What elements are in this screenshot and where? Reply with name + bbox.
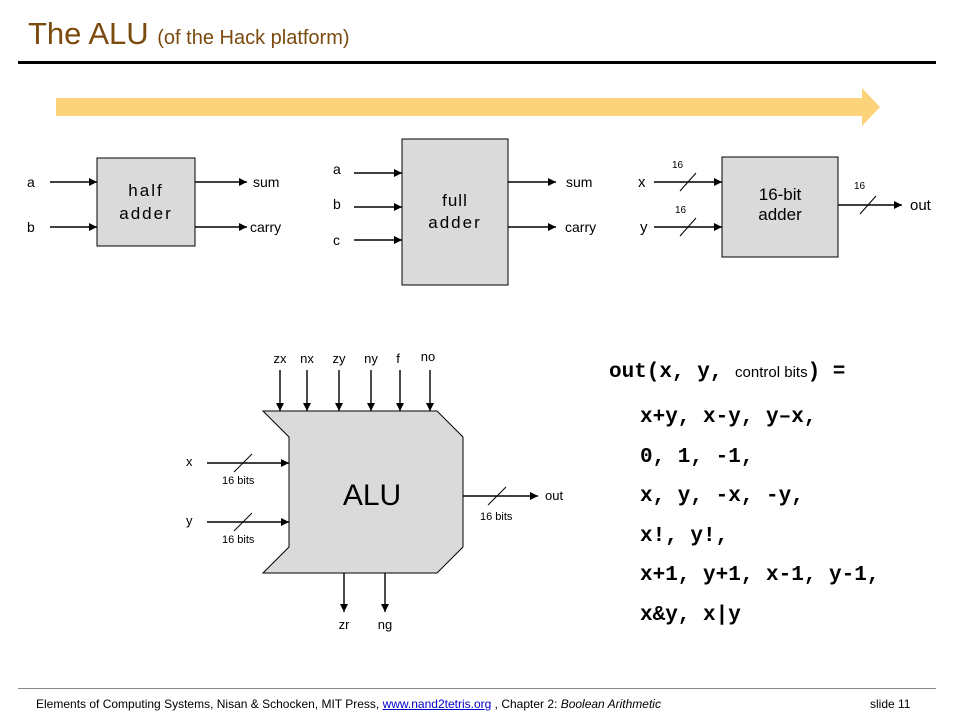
- footer-prefix: Elements of Computing Systems, Nisan & S…: [36, 697, 383, 711]
- alu-output-label: out: [545, 488, 563, 503]
- half-adder-input-label-b: b: [27, 219, 35, 235]
- footer-chapter: Boolean Arithmetic: [560, 697, 661, 711]
- sixteen-bit-adder-box: [721, 156, 839, 258]
- diagram-canvas: half adder a b sum carry full adder a b …: [27, 88, 932, 632]
- sixteen-bit-adder-output-label: out: [910, 197, 932, 214]
- full-adder-label-1: full: [442, 191, 468, 210]
- alu-body: [261, 410, 464, 574]
- alu-label: ALU: [343, 479, 401, 512]
- alu-input-x-bus: 16 bits: [222, 475, 255, 487]
- half-adder: half adder a b sum carry: [27, 157, 281, 247]
- title-subtitle: (of the Hack platform): [157, 27, 350, 49]
- alu: ALU zx nx zy ny f no x y 16 bits 16 bits…: [186, 349, 563, 632]
- alu-control-zy: zy: [333, 351, 347, 366]
- slide-number: slide 11: [870, 697, 911, 711]
- progress-arrow: [56, 88, 880, 126]
- alu-control-zx: zx: [274, 351, 288, 366]
- alu-control-f: f: [396, 351, 400, 366]
- bus-width-out: 16: [854, 181, 866, 192]
- full-adder-input-label-c: c: [333, 232, 340, 248]
- full-adder-input-label-b: b: [333, 196, 341, 212]
- alu-status-zr: zr: [339, 617, 351, 632]
- half-adder-input-label-a: a: [27, 174, 35, 190]
- title-main: The ALU: [28, 16, 149, 51]
- sixteen-bit-adder: 16-bit adder 16 16 x y 16 out: [638, 156, 932, 258]
- bus-slash-out: [859, 195, 877, 215]
- alu-control-nx: nx: [300, 351, 314, 366]
- sixteen-bit-adder-label-1: 16-bit: [759, 185, 802, 204]
- bus-slash-y: [679, 217, 697, 237]
- half-adder-output-label-sum: sum: [253, 174, 279, 190]
- footer-link[interactable]: www.nand2tetris.org: [382, 697, 492, 711]
- alu-control-no: no: [421, 349, 435, 364]
- bus-width-x: 16: [672, 160, 684, 171]
- full-adder: full adder a b c sum carry: [333, 138, 596, 286]
- alu-control-ny: ny: [364, 351, 378, 366]
- alu-input-x-label: x: [186, 454, 193, 469]
- alu-status-ng: ng: [378, 617, 392, 632]
- sixteen-bit-adder-label-2: adder: [758, 205, 802, 224]
- sixteen-bit-adder-input-label-y: y: [640, 219, 648, 236]
- bus-slash-x: [679, 172, 697, 192]
- slide-title: The ALU (of the Hack platform): [28, 16, 350, 52]
- half-adder-box: [96, 157, 196, 247]
- half-adder-label-1: half: [128, 181, 163, 200]
- bus-width-y: 16: [675, 205, 687, 216]
- full-adder-output-label-sum: sum: [566, 174, 592, 190]
- footer-divider: [18, 688, 936, 689]
- full-adder-label-2: adder: [428, 213, 481, 232]
- alu-output-bus: 16 bits: [480, 511, 513, 523]
- alu-input-y-label: y: [186, 513, 193, 528]
- sixteen-bit-adder-input-label-x: x: [638, 174, 646, 191]
- title-divider: [18, 61, 936, 64]
- full-adder-box: [401, 138, 509, 286]
- half-adder-label-2: adder: [119, 204, 172, 223]
- alu-control-inputs: zx nx zy ny f no: [274, 349, 435, 411]
- half-adder-output-label-carry: carry: [250, 219, 281, 235]
- full-adder-input-label-a: a: [333, 161, 341, 177]
- footer: Elements of Computing Systems, Nisan & S…: [36, 697, 661, 711]
- footer-middle: , Chapter 2:: [491, 697, 561, 711]
- alu-input-y-bus: 16 bits: [222, 534, 255, 546]
- alu-bus-slash-x: [233, 453, 253, 473]
- alu-bus-slash-out: [487, 486, 507, 506]
- full-adder-output-label-carry: carry: [565, 219, 596, 235]
- alu-bus-slash-y: [233, 512, 253, 532]
